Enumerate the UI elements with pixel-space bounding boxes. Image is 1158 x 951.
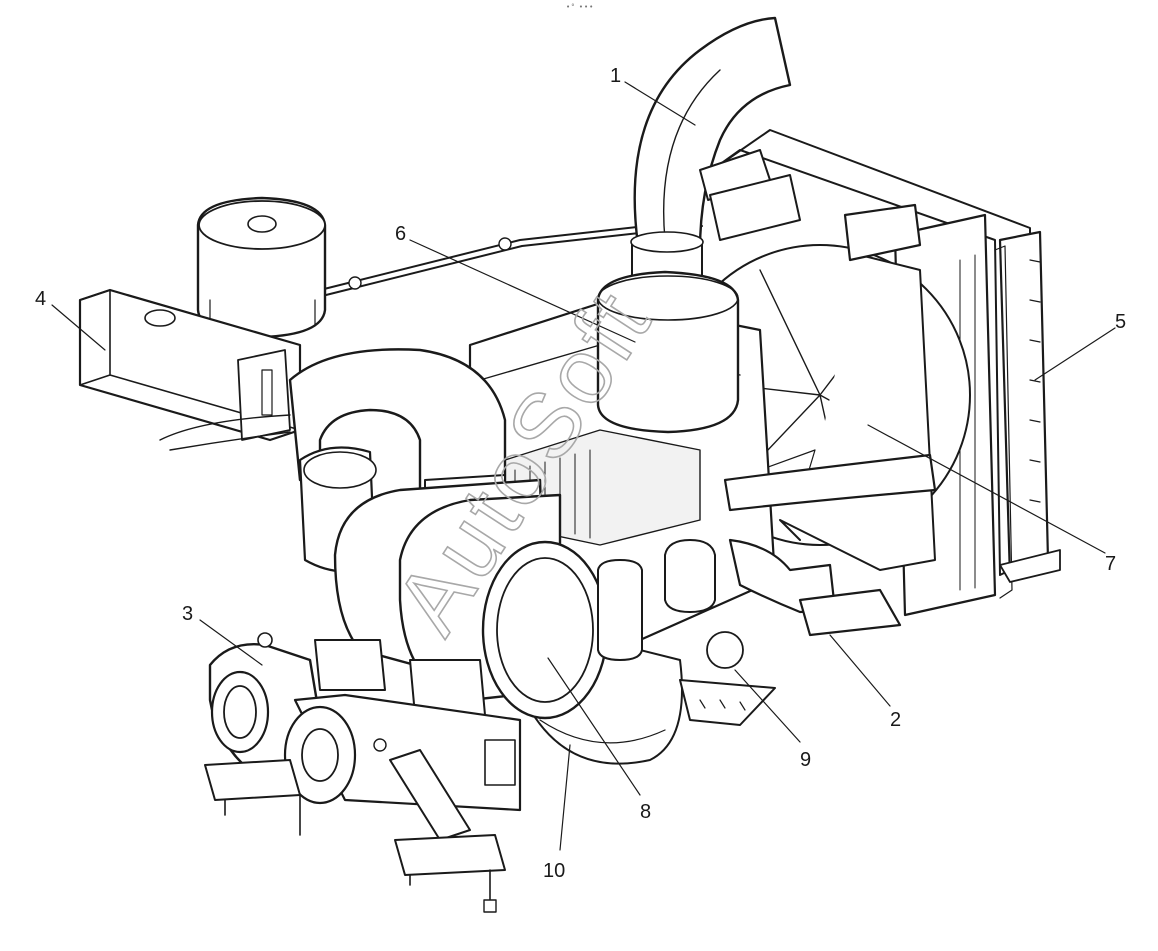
callout-label-4: 4 xyxy=(35,288,46,310)
callout-label-9: 9 xyxy=(800,749,811,771)
callout-leader-6 xyxy=(409,239,636,343)
callout-label-7: 7 xyxy=(1105,553,1116,575)
fuel-pump-bracket xyxy=(679,631,776,726)
callout-label-1: 1 xyxy=(610,65,621,87)
expansion-tank xyxy=(78,288,302,442)
callout-leader-5 xyxy=(1034,327,1116,381)
cooling-hoses xyxy=(699,149,937,637)
silencer xyxy=(596,270,740,434)
pump-housing xyxy=(208,632,522,812)
callout-leader-9 xyxy=(734,669,801,743)
air-precleaner xyxy=(196,196,327,339)
oil-filter xyxy=(597,539,716,661)
air-cleaner xyxy=(314,478,609,720)
callout-leader-7 xyxy=(867,424,1106,554)
air-intake-duct xyxy=(159,348,507,573)
callout-leader-8 xyxy=(547,657,641,796)
callout-label-5: 5 xyxy=(1115,311,1126,333)
callout-label-6: 6 xyxy=(395,223,406,245)
top-mark: •° ••• xyxy=(566,3,595,11)
callout-leader-2 xyxy=(829,634,891,707)
callout-label-10: 10 xyxy=(543,860,565,882)
callouts: 1 2 3 4 5 6 7 8 9 10 xyxy=(35,65,1126,882)
callout-label-8: 8 xyxy=(640,801,651,823)
callout-leader-1 xyxy=(624,81,696,126)
callout-label-2: 2 xyxy=(890,709,901,731)
exhaust-pipe xyxy=(630,16,792,283)
callout-leader-3 xyxy=(199,619,263,666)
callout-label-3: 3 xyxy=(182,603,193,625)
engine-mounts xyxy=(204,749,506,913)
callout-leader-10 xyxy=(559,744,571,851)
callout-leader-4 xyxy=(51,304,106,351)
